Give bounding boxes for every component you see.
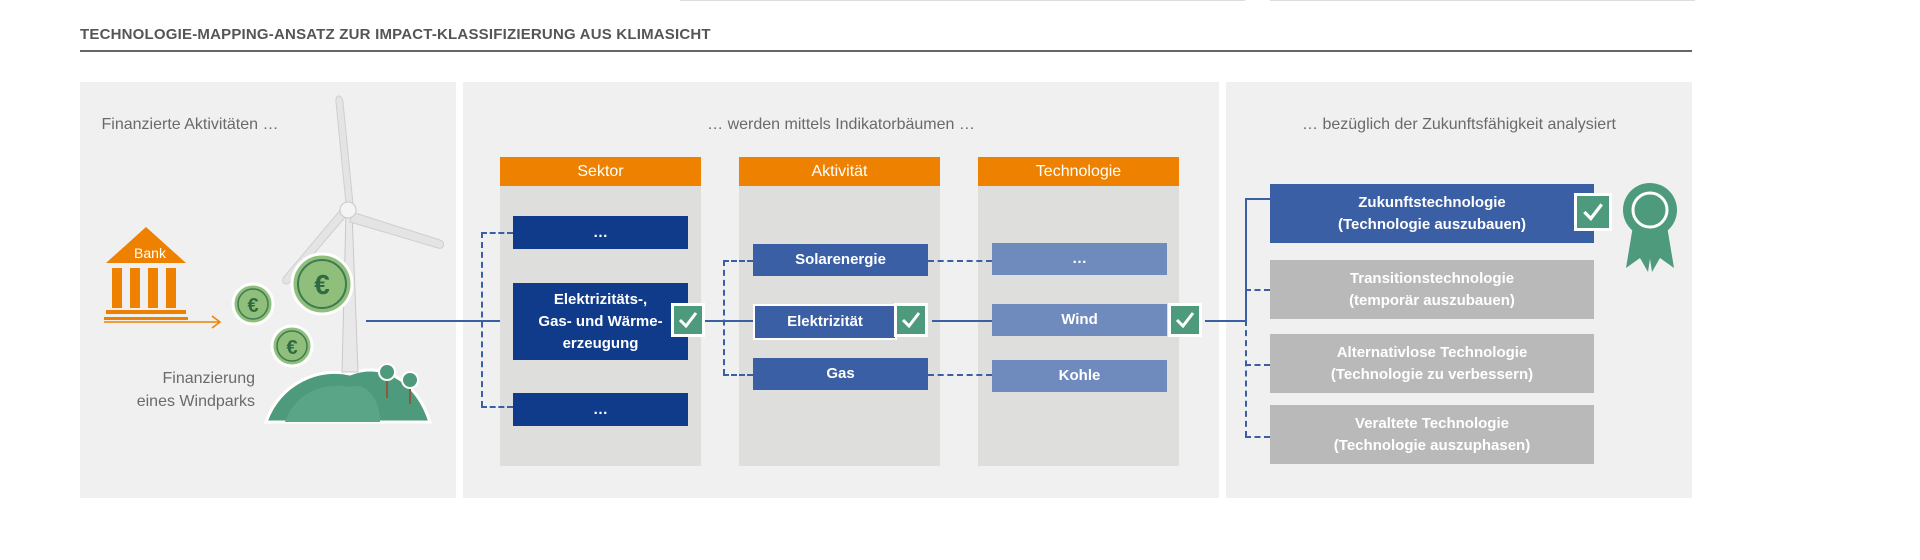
connector-class-3 — [1245, 364, 1270, 366]
aktivitaet-item[interactable]: Solarenergie — [753, 244, 928, 276]
check-icon — [671, 303, 705, 337]
sektor-item[interactable]: … — [513, 216, 688, 249]
financing-label-line1: Finanzierung — [162, 370, 256, 387]
bank-icon — [104, 227, 188, 320]
classification-future-tech[interactable]: Zukunftstechnologie (Technologie auszuba… — [1270, 184, 1594, 243]
classification-line1: Alternativlose Technologie — [1336, 343, 1528, 361]
panel-activities-heading: Finanzierte Aktivitäten … — [101, 116, 279, 133]
connector-class-4 — [1245, 436, 1270, 438]
tree-icon — [378, 363, 419, 404]
check-icon — [894, 303, 928, 337]
classification-line2: (Technologie zu verbessern) — [1330, 365, 1534, 383]
page-title: TECHNOLOGIE-MAPPING-ANSATZ ZUR IMPACT-KL… — [80, 26, 711, 43]
connector-sektor-vertical — [481, 232, 483, 407]
bank-label: Bank — [134, 245, 166, 261]
award-rosette-icon — [1623, 183, 1677, 272]
check-icon — [1168, 303, 1202, 337]
column-sektor-header: Sektor — [500, 157, 701, 186]
flow-line-turbine-sektor — [366, 320, 514, 322]
connector-classification-top — [1245, 198, 1270, 200]
euro-coin-icon: € — [290, 252, 354, 316]
euro-coin-icon: € — [270, 324, 314, 368]
connector-sektor-top — [481, 232, 513, 234]
panel-indicator-heading: … werden mittels Indikatorbäumen … — [707, 116, 975, 133]
title-rule — [80, 50, 1692, 52]
svg-text:€: € — [247, 295, 258, 317]
connector-aktivitaet-bottom — [723, 374, 753, 376]
column-technologie-header: Technologie — [978, 157, 1179, 186]
classification-outdated-tech[interactable]: Veraltete Technologie (Technologie auszu… — [1270, 405, 1594, 464]
flow-line-sektor-aktivitaet — [705, 320, 753, 322]
connector-gas-kohle — [928, 374, 992, 376]
panel-analysis-heading: … bezüglich der Zukunftsfähigkeit analys… — [1302, 116, 1616, 133]
classification-line2: (Technologie auszubauen) — [1337, 215, 1527, 233]
classification-line1: Veraltete Technologie — [1355, 414, 1509, 432]
sektor-item-selected[interactable]: Elektrizitäts-, Gas- und Wärme- erzeugun… — [513, 283, 688, 360]
connector-sektor-bottom — [481, 406, 513, 408]
top-divider-left — [680, 0, 1245, 1]
windpark-illustration: € € € — [104, 95, 445, 424]
top-divider-right — [1270, 0, 1695, 1]
euro-coin-icon: € — [231, 282, 275, 326]
connector-classification-solid — [1245, 198, 1247, 322]
connector-aktivitaet-top — [723, 260, 753, 262]
check-icon — [1574, 193, 1612, 231]
classification-line2: (temporär auszubauen) — [1349, 291, 1515, 309]
technologie-item[interactable]: … — [992, 243, 1167, 275]
flow-line-aktivitaet-technologie — [932, 320, 992, 322]
svg-text:€: € — [286, 337, 297, 359]
svg-text:€: € — [314, 269, 330, 300]
technologie-item[interactable]: Kohle — [992, 360, 1167, 392]
connector-aktivitaet-vertical — [723, 260, 725, 375]
aktivitaet-item[interactable]: Gas — [753, 358, 928, 390]
arrow-icon — [104, 315, 222, 329]
sektor-item[interactable]: … — [513, 393, 688, 426]
classification-alternativeless-tech[interactable]: Alternativlose Technologie (Technologie … — [1270, 334, 1594, 393]
connector-class-2 — [1245, 289, 1270, 291]
column-aktivitaet-header: Aktivität — [739, 157, 940, 186]
classification-transition-tech[interactable]: Transitionstechnologie (temporär auszuba… — [1270, 260, 1594, 319]
connector-solar-tech — [928, 260, 992, 262]
classification-line1: Zukunftstechnologie — [1358, 193, 1506, 211]
flow-line-technologie-classification — [1205, 320, 1247, 322]
connector-classification-dashed — [1245, 320, 1247, 437]
hill-icon — [263, 368, 433, 424]
classification-line2: (Technologie auszuphasen) — [1333, 436, 1531, 454]
technologie-item-selected[interactable]: Wind — [992, 304, 1167, 336]
financing-label-line2: eines Windparks — [136, 393, 255, 410]
classification-line1: Transitionstechnologie — [1349, 269, 1515, 287]
aktivitaet-item-selected[interactable]: Elektrizität — [753, 304, 897, 340]
